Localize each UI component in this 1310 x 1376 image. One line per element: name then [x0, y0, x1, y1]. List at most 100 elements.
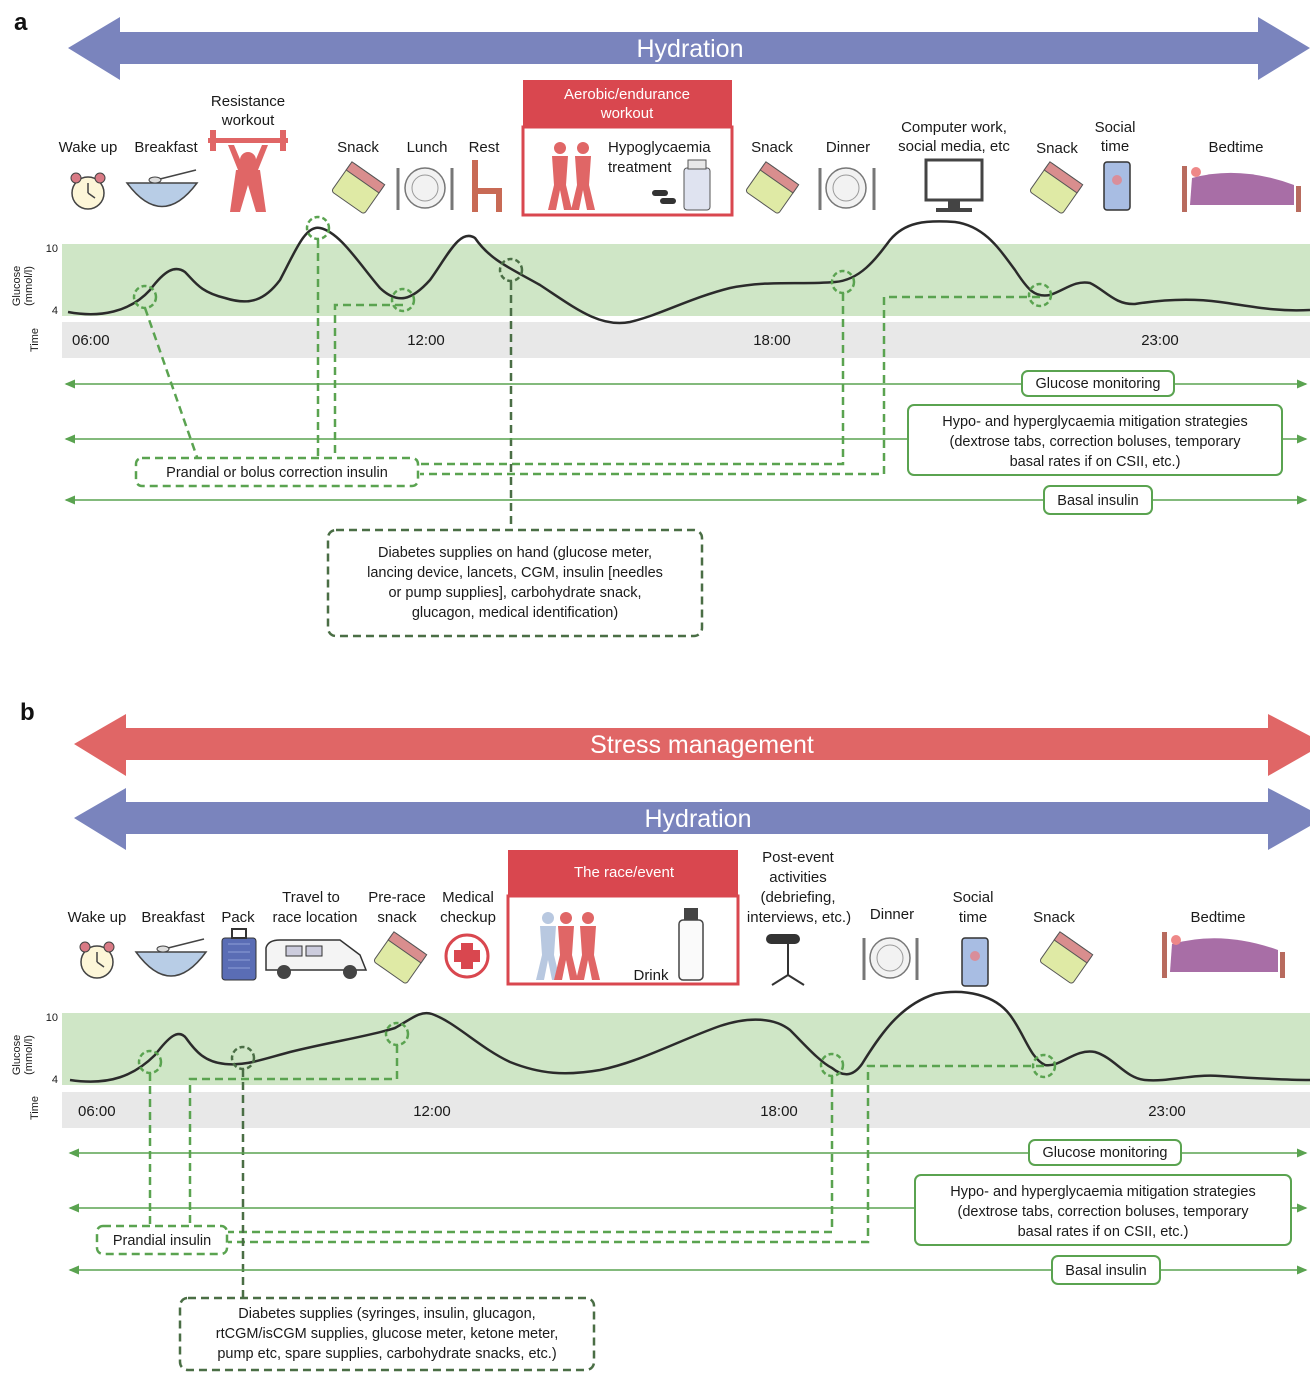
weightlifter-icon	[208, 130, 288, 212]
glucose-target-band-a	[62, 244, 1310, 316]
supplies-box-a: Diabetes supplies on hand (glucose meter…	[326, 528, 704, 638]
workout-header-line1: Aerobic/endurance	[564, 86, 690, 103]
supplies-box-b: Diabetes supplies (syringes, insulin, gl…	[178, 1296, 596, 1372]
label-computer-2: social media, etc	[898, 138, 1010, 155]
mitigation-line2-a: (dextrose tabs, correction boluses, temp…	[950, 434, 1242, 450]
label-postevent-3: (debriefing,	[760, 889, 835, 906]
label-pack: Pack	[221, 909, 255, 926]
label-snack-b: Snack	[1033, 909, 1075, 926]
label-snack-a2: Snack	[751, 139, 793, 156]
snack-bar-icon	[745, 161, 800, 214]
hydration-arrow-a: Hydration	[68, 17, 1310, 80]
glucose-axis-label-1: Glucose	[11, 266, 23, 306]
time-band-a	[62, 322, 1310, 358]
glucose-curve-a	[67, 220, 1310, 325]
glucose-axis-label-b2: (mmol/l)	[23, 1035, 35, 1075]
label-hypo-treatment-1: Hypoglycaemia	[608, 139, 711, 156]
supplies-line2-b: rtCGM/isCGM supplies, glucose meter, ket…	[216, 1326, 559, 1342]
hydration-label-a: Hydration	[637, 35, 744, 63]
snack-bar-icon	[331, 161, 386, 214]
microphone-icon	[766, 934, 805, 986]
time-axis-label: Time	[29, 328, 41, 352]
mitigation-line2-b: (dextrose tabs, correction boluses, temp…	[958, 1204, 1250, 1220]
event-marker	[1027, 282, 1053, 308]
time-tick-1800: 18:00	[753, 332, 791, 349]
label-travel-2: race location	[272, 909, 357, 926]
label-postevent-2: activities	[769, 869, 827, 886]
supplies-line4-a: glucagon, medical identification)	[412, 605, 618, 621]
mitigation-box-a: Hypo- and hyperglycaemia mitigation stra…	[907, 404, 1283, 476]
alarm-clock-icon	[79, 941, 115, 979]
plate-icon	[396, 167, 454, 210]
phone-icon	[961, 937, 989, 987]
mitigation-line1-a: Hypo- and hyperglycaemia mitigation stra…	[942, 414, 1247, 430]
mitigation-line1-b: Hypo- and hyperglycaemia mitigation stra…	[950, 1184, 1255, 1200]
label-lunch-a: Lunch	[407, 139, 448, 156]
computer-monitor-icon	[924, 158, 984, 212]
glucose-curve-b	[69, 990, 1310, 1083]
bowl-icon	[134, 938, 208, 977]
prandial-box-b: Prandial insulin	[95, 1224, 229, 1256]
bowl-icon	[125, 169, 199, 208]
label-social-b1: Social	[953, 889, 994, 906]
label-hypo-treatment-2: treatment	[608, 159, 672, 176]
time-band-b	[62, 1092, 1310, 1128]
mitigation-line3-a: basal rates if on CSII, etc.)	[1010, 454, 1181, 470]
prandial-label-a: Prandial or bolus correction insulin	[166, 465, 388, 481]
supplies-line3-b: pump etc, spare supplies, carbohydrate s…	[217, 1346, 556, 1362]
supplies-line1-a: Diabetes supplies on hand (glucose meter…	[378, 545, 652, 561]
stress-arrow-b: Stress management	[74, 714, 1310, 776]
basal-label-b: Basal insulin	[1065, 1263, 1146, 1279]
time-tick-1200-b: 12:00	[413, 1103, 451, 1120]
plate-icon	[818, 167, 876, 210]
label-social-1: Social	[1095, 119, 1136, 136]
label-prerace-2: snack	[377, 909, 417, 926]
glucose-monitoring-box-b: Glucose monitoring	[1028, 1139, 1182, 1166]
panel-b-letter: b	[20, 699, 35, 726]
label-postevent-4: interviews, etc.)	[747, 909, 851, 926]
medical-cross-icon	[444, 933, 490, 979]
label-bedtime-b: Bedtime	[1190, 909, 1245, 926]
supplies-line2-a: lancing device, lancets, CGM, insulin [n…	[367, 565, 663, 581]
label-dinner-a: Dinner	[826, 139, 870, 156]
label-resistance-1: Resistance	[211, 93, 285, 110]
event-marker	[1031, 1053, 1057, 1079]
glucose-axis-label-2: (mmol/l)	[23, 266, 35, 306]
label-rest-a: Rest	[469, 139, 501, 156]
glucose-tick-10: 10	[46, 243, 58, 255]
event-marker	[390, 287, 416, 313]
hydration-label-b: Hydration	[645, 805, 752, 833]
label-social-b2: time	[959, 909, 987, 926]
label-dinner-b: Dinner	[870, 906, 914, 923]
label-snack-a1: Snack	[337, 139, 379, 156]
label-bedtime-a: Bedtime	[1208, 139, 1263, 156]
hydration-arrow-b: Hydration	[74, 788, 1310, 850]
glucose-target-band-b	[62, 1013, 1310, 1085]
glucose-axis-a: Glucose (mmol/l) 10 4 Time	[11, 243, 58, 352]
mitigation-line3-b: basal rates if on CSII, etc.)	[1018, 1224, 1189, 1240]
prandial-box-a: Prandial or bolus correction insulin	[134, 456, 420, 488]
medication-bottle-icon	[652, 159, 711, 211]
label-wake-up-b: Wake up	[68, 909, 127, 926]
glucose-monitoring-label-a: Glucose monitoring	[1036, 376, 1161, 392]
label-resistance-2: workout	[221, 112, 275, 129]
race-header: The race/event	[574, 864, 675, 881]
glucose-monitoring-label-b: Glucose monitoring	[1043, 1145, 1168, 1161]
alarm-clock-icon	[70, 172, 106, 210]
basal-insulin-box-a: Basal insulin	[1043, 485, 1153, 515]
suitcase-icon	[221, 928, 257, 981]
snack-bar-icon	[1039, 931, 1094, 984]
label-medical-2: checkup	[440, 909, 496, 926]
event-marker	[305, 215, 331, 241]
snack-bar-icon	[373, 931, 428, 984]
mitigation-box-b: Hypo- and hyperglycaemia mitigation stra…	[914, 1174, 1292, 1246]
phone-icon	[1103, 161, 1131, 211]
label-travel-1: Travel to	[282, 889, 340, 906]
label-breakfast-a: Breakfast	[134, 139, 198, 156]
glucose-axis-label-b1: Glucose	[11, 1035, 23, 1075]
van-icon	[265, 939, 368, 979]
basal-label-a: Basal insulin	[1057, 493, 1138, 509]
runners-icon	[548, 142, 595, 210]
glucose-monitoring-box-a: Glucose monitoring	[1021, 370, 1175, 397]
label-drink: Drink	[633, 967, 669, 984]
